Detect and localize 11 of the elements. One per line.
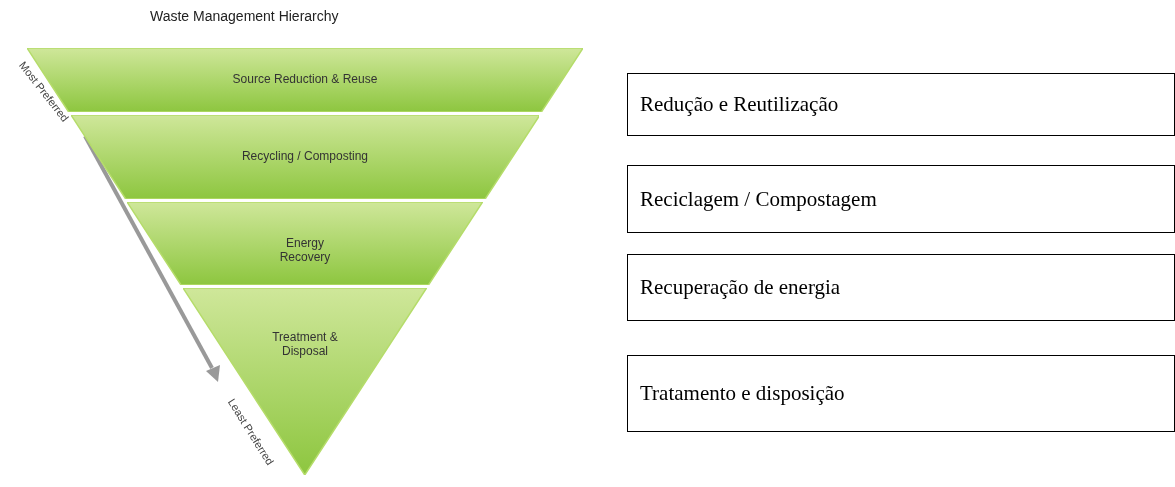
tier-label: Energy Recovery <box>278 235 332 264</box>
pyramid-tier <box>183 288 427 475</box>
translation-text: Redução e Reutilização <box>640 92 839 117</box>
pyramid-tier <box>127 202 483 285</box>
translation-text: Recuperação de energia <box>640 275 841 300</box>
tier-label: Treatment & Disposal <box>271 330 339 359</box>
translation-text: Tratamento e disposição <box>640 381 845 406</box>
title: Waste Management Hierarchy <box>150 8 339 24</box>
tier-label: Recycling / Composting <box>240 149 369 163</box>
translation-text: Reciclagem / Compostagem <box>640 186 877 212</box>
pyramid-tier <box>70 115 540 199</box>
